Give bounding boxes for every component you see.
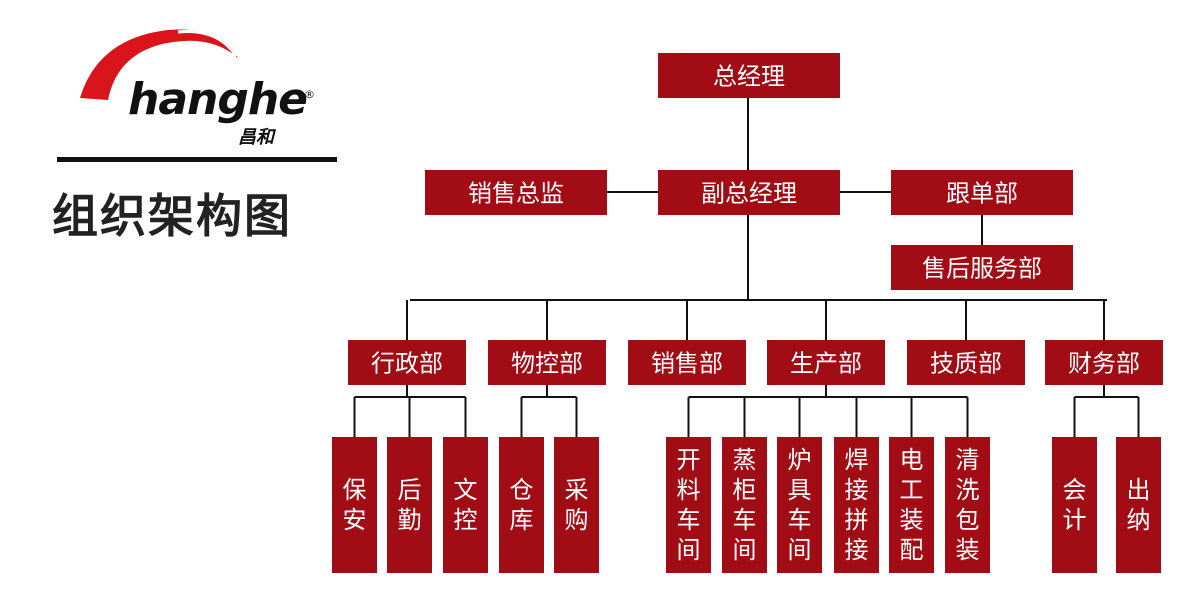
node-dept-admin-box [348,340,466,385]
node-admin-child-2-box [443,437,488,573]
node-material-child-0: 仓库 [499,437,544,573]
node-production-child-4: 电工装配 [889,437,934,573]
node-sales-director: 销售总监 [425,170,607,215]
node-production-child-0-label: 开料车间 [677,446,701,564]
node-dept-sales: 销售部 [628,340,746,385]
node-finance-child-1-label: 出纳 [1127,476,1151,534]
node-order-follow: 跟单部 [891,170,1073,215]
node-after-sales-label: 售后服务部 [922,255,1042,283]
node-finance-child-1-box [1116,437,1161,573]
title-divider [57,157,337,162]
logo-arc-icon [80,29,238,100]
node-sales-director-box [425,170,607,215]
node-production-child-1-label: 蒸柜车间 [733,446,757,564]
node-production-child-3: 焊接拼接 [834,437,879,573]
node-order-follow-label: 跟单部 [946,180,1018,208]
node-production-child-0-box [666,437,711,573]
logo-registered-mark: ® [304,88,315,101]
node-finance-child-0: 会计 [1052,437,1097,573]
node-dept-qa-label: 技质部 [930,350,1002,378]
node-finance-child-0-label: 会计 [1063,476,1087,534]
node-after-sales: 售后服务部 [891,245,1073,290]
node-production-child-2-label: 炉具车间 [788,446,812,564]
node-production-child-2: 炉具车间 [777,437,822,573]
node-material-child-0-label: 仓库 [510,476,534,534]
node-admin-child-2: 文控 [443,437,488,573]
node-dept-production-label: 生产部 [790,350,862,378]
node-production-child-1-box [722,437,767,573]
node-deputy-gm: 副总经理 [658,170,840,215]
node-dept-production-box [767,340,885,385]
node-admin-child-0-box [332,437,377,573]
node-dept-qa: 技质部 [907,340,1025,385]
node-deputy-gm-box [658,170,840,215]
node-dept-finance-label: 财务部 [1068,350,1140,378]
node-production-child-5-label: 清洗包装 [956,446,980,564]
node-dept-material: 物控部 [488,340,606,385]
node-dept-finance: 财务部 [1045,340,1163,385]
node-material-child-1-box [554,437,599,573]
node-after-sales-box [891,245,1073,290]
node-dept-production: 生产部 [767,340,885,385]
node-admin-child-0-label: 保安 [343,476,367,534]
node-production-child-0: 开料车间 [666,437,711,573]
node-material-child-1-label: 采购 [565,476,589,534]
node-gm-box [658,53,840,98]
node-sales-director-label: 销售总监 [468,180,564,208]
node-admin-child-1-box [387,437,432,573]
node-production-child-5-box [945,437,990,573]
node-admin-child-0: 保安 [332,437,377,573]
node-production-child-3-box [834,437,879,573]
node-finance-child-1: 出纳 [1116,437,1161,573]
node-dept-material-label: 物控部 [511,350,583,378]
node-dept-finance-box [1045,340,1163,385]
node-deputy-gm-label: 副总经理 [701,180,797,208]
node-material-child-0-box [499,437,544,573]
node-dept-sales-box [628,340,746,385]
company-logo: hanghe ® 昌和 [78,28,338,148]
node-admin-child-2-label: 文控 [454,476,478,534]
node-production-child-4-box [889,437,934,573]
logo-chinese-name: 昌和 [238,127,274,148]
node-admin-child-1: 后勤 [387,437,432,573]
node-dept-admin: 行政部 [348,340,466,385]
node-gm: 总经理 [658,53,840,98]
logo-wordmark: hanghe [128,74,308,125]
node-production-child-4-label: 电工装配 [900,446,924,564]
node-admin-child-1-label: 后勤 [398,476,422,534]
node-production-child-1: 蒸柜车间 [722,437,767,573]
node-finance-child-0-box [1052,437,1097,573]
node-gm-label: 总经理 [713,63,785,91]
node-dept-admin-label: 行政部 [371,350,443,378]
node-order-follow-box [891,170,1073,215]
node-production-child-2-box [777,437,822,573]
node-dept-material-box [488,340,606,385]
node-production-child-5: 清洗包装 [945,437,990,573]
node-material-child-1: 采购 [554,437,599,573]
page-title: 组织架构图 [52,189,292,243]
node-dept-sales-label: 销售部 [651,350,723,378]
node-production-child-3-label: 焊接拼接 [845,446,869,564]
node-dept-qa-box [907,340,1025,385]
